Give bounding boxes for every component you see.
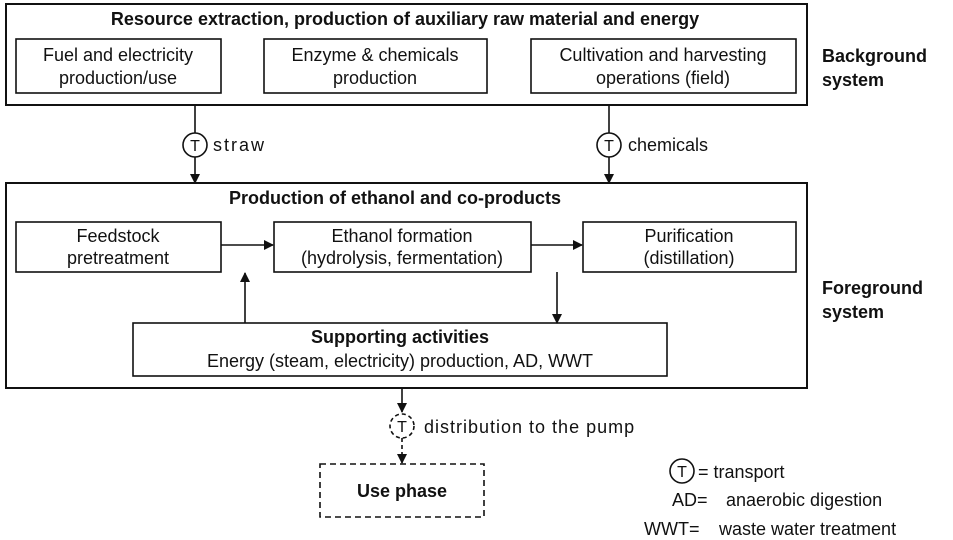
chemicals-transport-icon xyxy=(596,132,622,158)
legend-transport-icon xyxy=(669,458,695,484)
cultivation-harvesting-line2: operations (field) xyxy=(596,68,730,88)
background-title: Resource extraction, production of auxil… xyxy=(111,9,699,29)
ethanol-formation-line2: (hydrolysis, fermentation) xyxy=(301,248,503,268)
straw-transport-icon xyxy=(182,132,208,158)
straw-transport-symbol: T xyxy=(190,138,200,155)
legend-transport-label: = transport xyxy=(698,462,785,482)
foreground-system-label-line2: system xyxy=(822,302,884,322)
supporting-activities-desc: Energy (steam, electricity) production, … xyxy=(207,351,593,371)
straw-label: straw xyxy=(213,135,266,155)
fuel-electricity-line1: Fuel and electricity xyxy=(43,45,193,65)
feedstock-pretreatment-line2: pretreatment xyxy=(67,248,169,268)
fuel-electricity-line2: production/use xyxy=(59,68,177,88)
legend-ad-label: anaerobic digestion xyxy=(726,490,882,510)
chemicals-transport-symbol: T xyxy=(604,138,614,155)
feedstock-pretreatment-box xyxy=(15,221,222,273)
legend-ad-abbr: AD= xyxy=(672,490,708,510)
legend-wwt-abbr: WWT= xyxy=(644,519,700,539)
cultivation-harvesting-line1: Cultivation and harvesting xyxy=(559,45,766,65)
foreground-title: Production of ethanol and co-products xyxy=(229,188,561,208)
distribution-transport-symbol: T xyxy=(397,419,407,436)
supporting-activities-title: Supporting activities xyxy=(311,327,489,347)
feedstock-pretreatment-line1: Feedstock xyxy=(76,226,160,246)
fuel-electricity-box xyxy=(15,38,222,94)
use-phase-box xyxy=(319,463,485,518)
background-system-box xyxy=(5,3,808,106)
supporting-activities-box xyxy=(132,322,668,377)
ethanol-formation-line1: Ethanol formation xyxy=(331,226,472,246)
purification-box xyxy=(582,221,797,273)
ethanol-formation-box xyxy=(273,221,532,273)
use-phase-label: Use phase xyxy=(357,481,447,501)
legend-wwt-label: waste water treatment xyxy=(718,519,896,539)
enzyme-chemicals-box xyxy=(263,38,488,94)
foreground-system-label-line1: Foreground xyxy=(822,278,923,298)
distribution-transport-icon xyxy=(389,413,415,439)
purification-line1: Purification xyxy=(644,226,733,246)
background-system-label-line2: system xyxy=(822,70,884,90)
chemicals-label: chemicals xyxy=(628,135,708,155)
enzyme-chemicals-line2: production xyxy=(333,68,417,88)
cultivation-harvesting-box xyxy=(530,38,797,94)
purification-line2: (distillation) xyxy=(643,248,734,268)
distribution-label: distribution to the pump xyxy=(424,417,635,437)
legend-transport-symbol: T xyxy=(677,464,687,481)
enzyme-chemicals-line1: Enzyme & chemicals xyxy=(291,45,458,65)
foreground-system-box xyxy=(5,182,808,389)
background-system-label-line1: Background xyxy=(822,46,927,66)
